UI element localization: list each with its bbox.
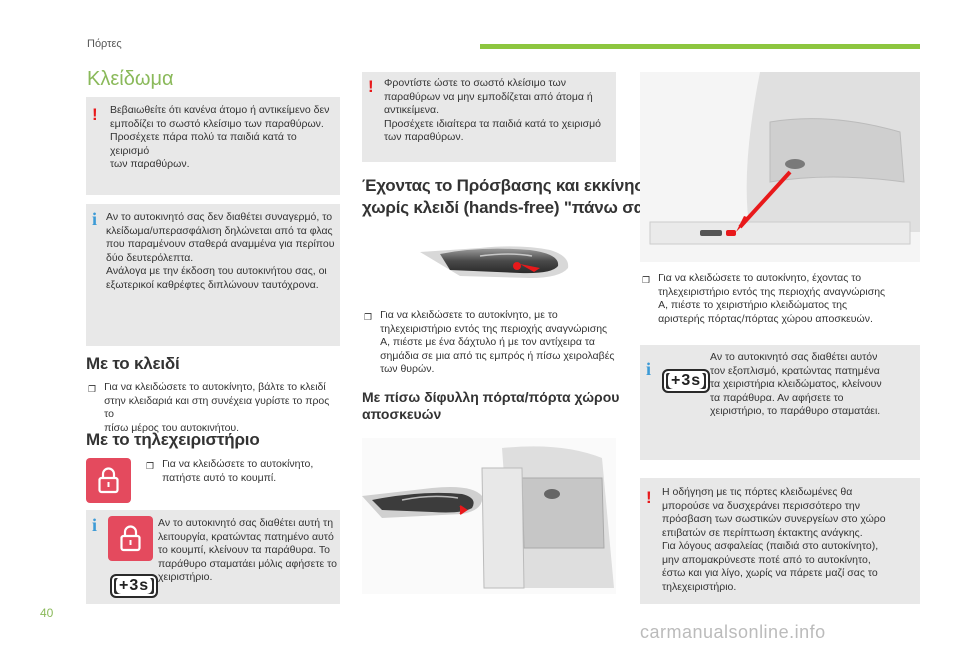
- section-header: Πόρτες: [87, 38, 122, 50]
- rear-van-illustration: [362, 438, 616, 594]
- bullet-tailgate: ❐ Για να κλειδώσετε το αυτοκίνητο, έχοντ…: [642, 272, 886, 325]
- heading-with-key: Με το κλειδί: [86, 354, 180, 373]
- bullet-icon: ❐: [642, 275, 651, 285]
- bullet-hands-free: ❐ Για να κλειδώσετε το αυτοκίνητο, με το…: [364, 309, 615, 375]
- warning-icon: !: [368, 77, 374, 96]
- warning-box-1: ! Βεβαιωθείτε ότι κανένα άτομο ή αντικεί…: [86, 97, 340, 195]
- bullet-icon: ❐: [364, 312, 373, 322]
- heading-hands-free: Έχοντας το Πρόσβασης και εκκίνησης χωρίς…: [362, 176, 665, 217]
- info-box-2: i +3s Αν το αυτοκινητό σας διαθέτει αυτή…: [86, 510, 340, 604]
- plus-3s-badge-icon: +3s: [662, 369, 711, 393]
- heading-rear-doors: Με πίσω δίφυλλη πόρτα/πόρτα χώρου αποσκε…: [362, 389, 620, 422]
- info-box-3: i +3s Αν το αυτοκινητό σας διαθέτει αυτό…: [640, 345, 920, 460]
- info-text-3: Αν το αυτοκινητό σας διαθέτει αυτόν τον …: [710, 351, 882, 417]
- warning-text-3: Η οδήγηση με τις πόρτες κλειδωμένες θα μ…: [662, 486, 886, 593]
- lock-button-icon: [108, 516, 153, 561]
- info-icon: i: [92, 515, 98, 535]
- page-title: Κλείδωμα: [87, 68, 174, 90]
- warning-icon: !: [92, 105, 98, 124]
- info-text-2: Αν το αυτοκινητό σας διαθέτει αυτή τη λε…: [158, 517, 337, 583]
- bullet-icon: ❐: [146, 461, 155, 471]
- info-text-1: Αν το αυτοκινητό σας δεν διαθέτει συναγε…: [106, 211, 335, 291]
- warning-box-3: ! Η οδήγηση με τις πόρτες κλειδωμένες θα…: [640, 478, 920, 604]
- warning-icon: !: [646, 488, 652, 507]
- bullet-with-remote: ❐ Για να κλειδώσετε το αυτοκίνητο, πατήσ…: [146, 458, 314, 484]
- warning-box-2: ! Φροντίστε ώστε το σωστό κλείσιμο των π…: [362, 72, 616, 162]
- heading-with-remote: Με το τηλεχειριστήριο: [86, 430, 260, 449]
- warning-text-1: Βεβαιωθείτε ότι κανένα άτομο ή αντικείμε…: [110, 104, 330, 170]
- info-box-1: i Αν το αυτοκινητό σας δεν διαθέτει συνα…: [86, 204, 340, 346]
- page-number: 40: [40, 606, 54, 620]
- info-icon: i: [646, 359, 652, 379]
- plus-3s-badge-icon: +3s: [110, 574, 159, 598]
- warning-text-2: Φροντίστε ώστε το σωστό κλείσιμο των παρ…: [384, 77, 601, 143]
- lock-button-icon: [86, 458, 131, 503]
- tailgate-illustration: [640, 72, 920, 262]
- bullet-with-key: ❐ Για να κλειδώσετε το αυτοκίνητο, βάλτε…: [88, 381, 330, 434]
- bullet-icon: ❐: [88, 384, 97, 394]
- header-bar: [480, 44, 920, 49]
- watermark: carmanualsonline.info: [640, 622, 826, 642]
- info-icon: i: [92, 209, 98, 229]
- door-handle-illustration: [420, 226, 578, 294]
